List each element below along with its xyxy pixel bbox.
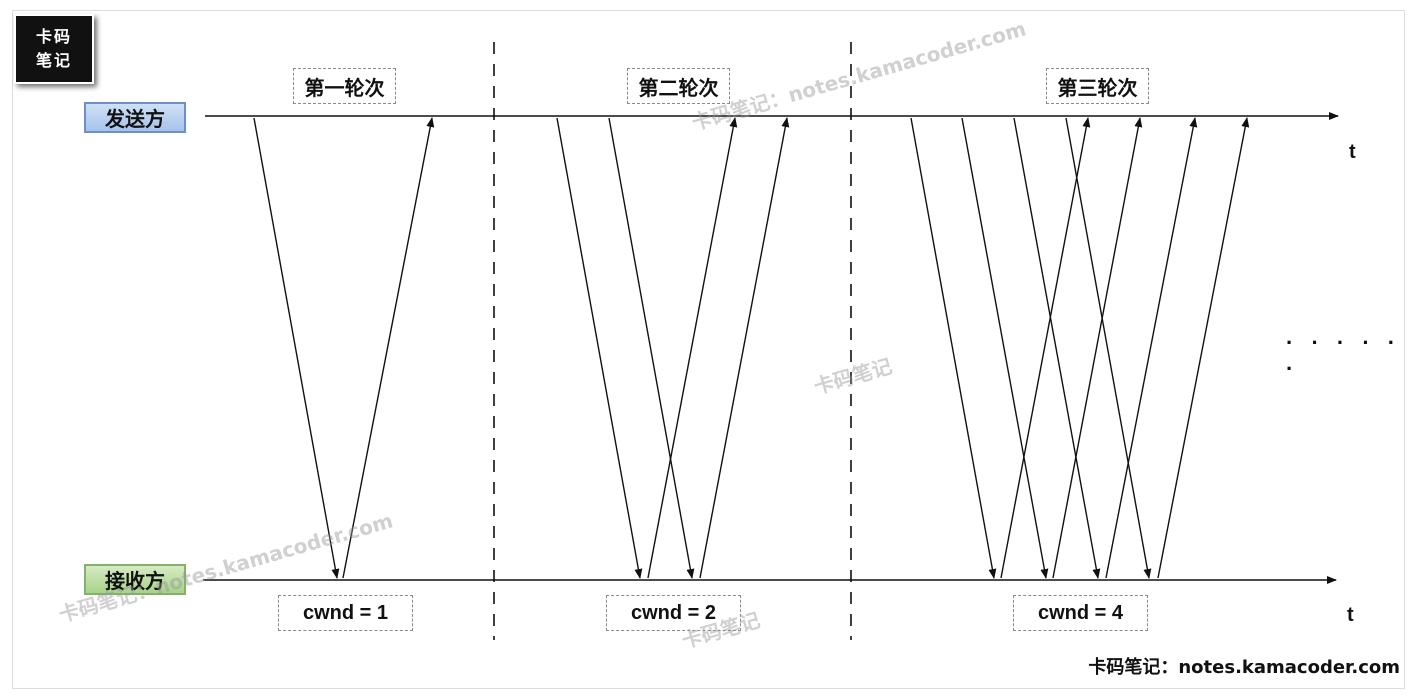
- data-segment-arrow-r1-1: [253, 117, 340, 579]
- sender-label: 发送方: [84, 102, 186, 133]
- timelines: [203, 112, 1339, 584]
- round-3-title: 第三轮次: [1046, 68, 1149, 104]
- data-segment-arrow-r3-1: [910, 117, 997, 579]
- data-segment-arrow-r3-2: [961, 117, 1049, 579]
- round-2-title: 第二轮次: [627, 68, 730, 104]
- round-2-cwnd: cwnd = 2: [606, 595, 741, 631]
- continuation-ellipsis: · · · · · ·: [1286, 330, 1402, 381]
- ack-arrow-r2-2: [699, 117, 790, 579]
- kamacoder-logo: 卡码 笔记: [14, 14, 94, 84]
- segment-arrows: [253, 117, 1250, 579]
- receiver-time-axis-label: t: [1347, 604, 1354, 626]
- round-3-cwnd: cwnd = 4: [1013, 595, 1148, 631]
- sender-time-axis-label: t: [1349, 141, 1356, 163]
- ack-arrow-r3-4: [1157, 117, 1250, 579]
- ack-arrow-r2-1: [647, 117, 738, 579]
- logo-line-1: 卡码: [35, 27, 72, 46]
- data-segment-arrow-r3-3: [1013, 117, 1101, 579]
- logo-line-2: 笔记: [35, 51, 72, 70]
- ack-arrow-r3-2: [1052, 117, 1143, 579]
- data-segment-arrow-r2-2: [608, 117, 695, 579]
- ack-arrow-r3-1: [1000, 117, 1091, 579]
- footer-credit: 卡码笔记：notes.kamacoder.com: [1088, 657, 1400, 678]
- diagram-frame: [12, 10, 1405, 689]
- ack-arrow-r1-1: [342, 117, 435, 579]
- data-segment-arrow-r2-1: [556, 117, 643, 579]
- ack-arrow-r3-3: [1105, 117, 1198, 579]
- round-1-title: 第一轮次: [293, 68, 396, 104]
- round-1-cwnd: cwnd = 1: [278, 595, 413, 631]
- receiver-label: 接收方: [84, 564, 186, 595]
- round-dividers: [493, 42, 852, 640]
- data-segment-arrow-r3-4: [1065, 117, 1152, 579]
